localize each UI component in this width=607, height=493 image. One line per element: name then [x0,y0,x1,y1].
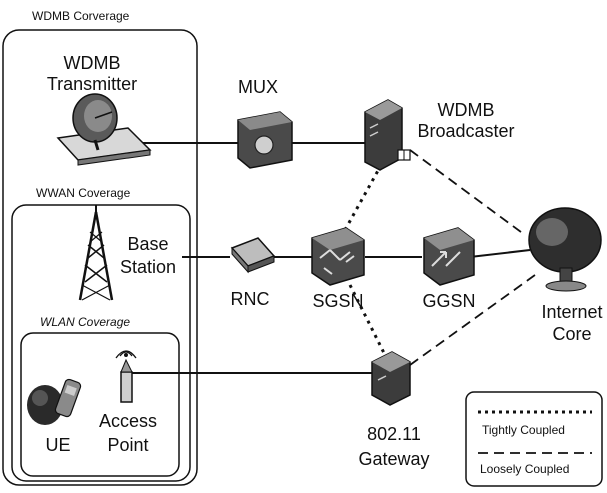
wwan-coverage-zone [11,204,191,482]
wlan-coverage-label: WLAN Coverage [40,315,131,329]
access-point-label-line1: Access [98,411,158,431]
tight-sgsn-gateway [348,284,387,356]
tight-sgsn-broadcaster [343,157,387,231]
loose-gateway-internet [409,274,536,366]
rnc-icon [230,237,276,274]
gateway-label-line2: Gateway [358,449,430,469]
internet-core-icon [528,207,602,292]
wdmb-coverage-label: WDMB Corverage [32,9,130,23]
wdmb-broadcaster-label-line2: Broadcaster [417,121,515,141]
internet-core-label-line2: Core [552,324,592,344]
ggsn-label: GGSN [422,291,476,311]
rnc-label: RNC [230,289,270,309]
legend-loose-label: Loosely Coupled [480,462,570,476]
wwan-coverage-label: WWAN Coverage [36,186,131,200]
ue-label: UE [45,435,71,455]
sgsn-label: SGSN [312,291,364,311]
gateway-label-line1: 802.11 [367,424,421,444]
wlan-coverage-zone [20,332,180,477]
wdmb-transmitter-label-line2: Transmitter [46,74,138,94]
ggsn-switch-icon [423,227,475,286]
access-point-icon [115,350,137,403]
legend-tight-label: Tightly Coupled [482,423,565,437]
server-icon [364,99,411,171]
cell-tower-icon [78,205,114,301]
base-station-label-line2: Station [119,257,177,277]
satellite-dish-icon [56,93,152,166]
legend-box [465,391,603,487]
link-ggsn-internet [469,249,531,258]
mux-label: MUX [238,77,278,97]
base-station-label-line1: Base [127,234,169,254]
mux-icon [237,111,293,169]
gateway-server-icon [371,351,411,406]
internet-core-label-line1: Internet [541,302,603,322]
user-equipment-icon [27,378,82,425]
access-point-label-line2: Point [107,435,149,455]
sgsn-switch-icon [311,227,365,286]
wdmb-transmitter-label-line1: WDMB [63,53,121,73]
loose-broadcaster-internet [409,149,526,236]
wdmb-broadcaster-label-line1: WDMB [437,100,495,120]
